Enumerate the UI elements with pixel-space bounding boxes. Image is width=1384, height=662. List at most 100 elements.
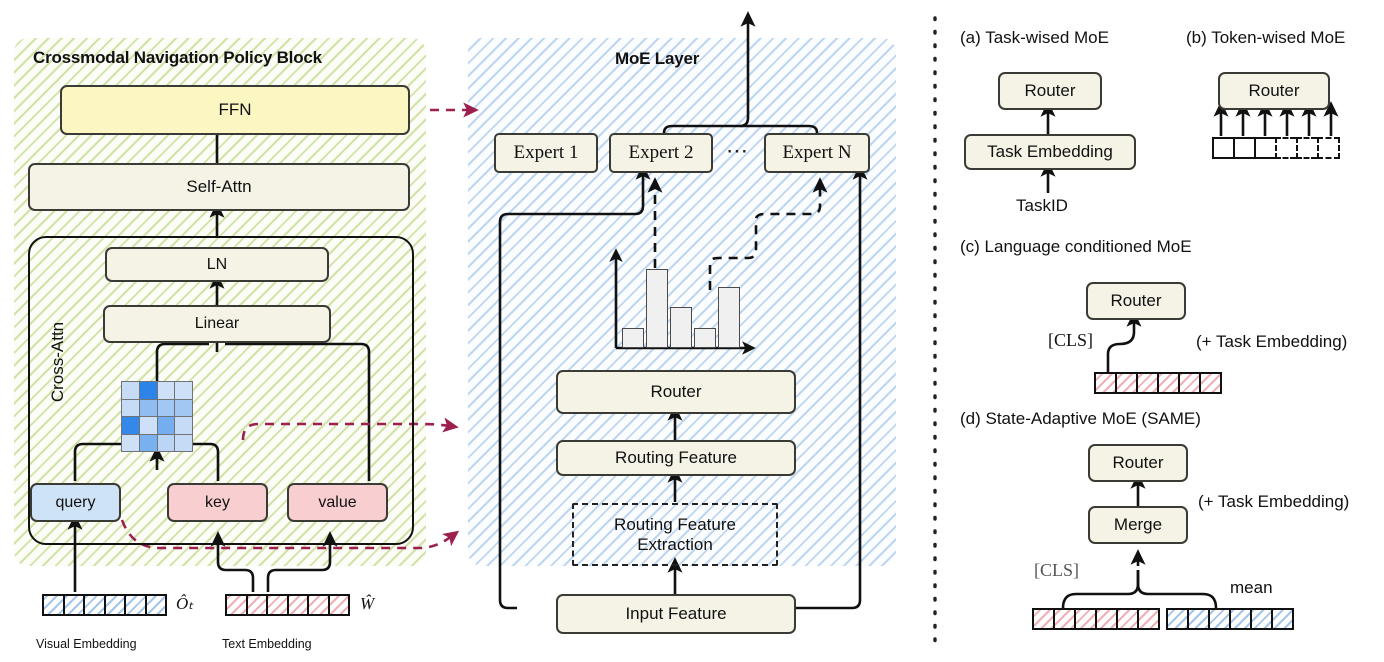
variant-d-router-label: Router [1112,453,1164,472]
input-to-expertN-solid [790,164,868,610]
variant-c-cls-label: [CLS] [1048,330,1093,350]
variant-b-router-box[interactable]: Router [1218,72,1330,110]
variant-a-router-box[interactable]: Router [998,72,1102,110]
token-cell [1296,137,1317,159]
expert-2-label: Expert 2 [628,142,694,163]
histogram-bar [646,269,668,348]
text-embedding-symbol: Ŵ [360,594,375,613]
cross-attn-container [28,236,414,545]
variant-c-task-embedding-note: (+ Task Embedding) [1196,332,1348,351]
b-token-arrows [1213,101,1339,136]
token-cell [1271,608,1294,630]
heatmap-cell [139,417,157,434]
token-cell [286,594,307,616]
variant-d-title: (d) State-Adaptive MoE (SAME) [960,409,1201,428]
cross-attn-label: Cross-Attn [48,321,67,403]
variant-c-router-box[interactable]: Router [1086,282,1186,320]
token-cell [1157,372,1178,394]
routing-feature-extraction-box[interactable]: Routing Feature Extraction [572,503,778,566]
expert-2-box[interactable]: Expert 2 [609,133,713,173]
token-cell [1032,608,1053,630]
linear-label: Linear [194,315,240,332]
self-attn-box[interactable]: Self-Attn [28,163,410,211]
token-cell [1250,608,1271,630]
variant-b-router-label: Router [1248,81,1300,100]
token-cell [103,594,124,616]
gate-to-expertN [708,177,828,290]
token-cell [42,594,63,616]
token-cell [266,594,287,616]
heatmap-cell [157,434,175,451]
expertN-output-line [740,124,819,134]
token-cell [245,594,266,616]
visual-embedding-strip [42,594,167,616]
ln-box[interactable]: LN [105,247,329,282]
value-box[interactable]: value [287,483,388,522]
variant-d-cls-label: [CLS] [1034,560,1079,580]
token-cell [1116,608,1137,630]
expert-1-box[interactable]: Expert 1 [494,133,598,173]
routing-feature-box[interactable]: Routing Feature [556,440,796,476]
visual-embedding-symbol: Ôₜ [176,594,194,613]
heatmap-cell [122,382,139,399]
routing-feature-extraction-line1: Routing Feature [614,514,736,534]
policy-block-title: Crossmodal Navigation Policy Block [33,48,322,67]
token-cell [62,594,83,616]
heatmap-cell [139,399,157,416]
token-cell [307,594,328,616]
heatmap-cell [157,382,175,399]
heatmap-cell [175,382,192,399]
query-box[interactable]: query [30,483,121,522]
linear-box[interactable]: Linear [103,305,331,343]
moe-router-label: Router [650,382,702,401]
moe-router-box[interactable]: Router [556,370,796,414]
ln-label: LN [206,255,228,273]
token-cell [1166,608,1187,630]
variant-d-visual-token-strip [1166,608,1294,630]
token-cell [1074,608,1095,630]
variant-d-task-embedding-note: (+ Task Embedding) [1198,492,1350,511]
visual-embedding-caption: Visual Embedding [36,637,137,651]
token-cell [1199,372,1222,394]
heatmap-cell [157,417,175,434]
text-embedding-strip [225,594,350,616]
task-embedding-box[interactable]: Task Embedding [964,134,1136,170]
query-label: query [55,493,96,511]
histogram-bar [718,287,740,348]
heatmap-cell [122,434,139,451]
heatmap-cell [122,399,139,416]
variant-d-router-box[interactable]: Router [1088,444,1188,482]
token-cell [1053,608,1074,630]
token-cell [124,594,145,616]
token-cell [1178,372,1199,394]
query-to-routing-arrow [120,519,460,550]
merge-box[interactable]: Merge [1088,506,1188,544]
variant-a-title: (a) Task-wised MoE [960,28,1109,47]
token-cell [1136,372,1157,394]
key-to-routing-arrow [241,417,459,441]
router-gate-histogram [616,256,748,348]
token-cell [327,594,350,616]
variant-c-router-label: Router [1110,291,1162,310]
experts-ellipsis: ⋯ [726,138,748,163]
token-cell [83,594,104,616]
heatmap-cell [157,399,175,416]
merge-label: Merge [1113,515,1163,534]
variant-b-token-strip [1212,137,1340,159]
token-cell [1212,137,1233,159]
token-cell [1115,372,1136,394]
input-feature-box[interactable]: Input Feature [556,594,796,634]
expert-n-box[interactable]: Expert N [764,133,870,173]
variant-a-router-label: Router [1024,81,1076,100]
heatmap-cell [139,434,157,451]
expert2-output-line [662,11,756,134]
histogram-bar [622,328,644,348]
ffn-box[interactable]: FFN [60,85,410,135]
token-cell [1187,608,1208,630]
text-embedding-caption: Text Embedding [222,637,312,651]
task-id-label: TaskID [1016,196,1068,215]
routing-feature-label: Routing Feature [615,448,737,467]
key-box[interactable]: key [167,483,268,522]
token-cell [1229,608,1250,630]
